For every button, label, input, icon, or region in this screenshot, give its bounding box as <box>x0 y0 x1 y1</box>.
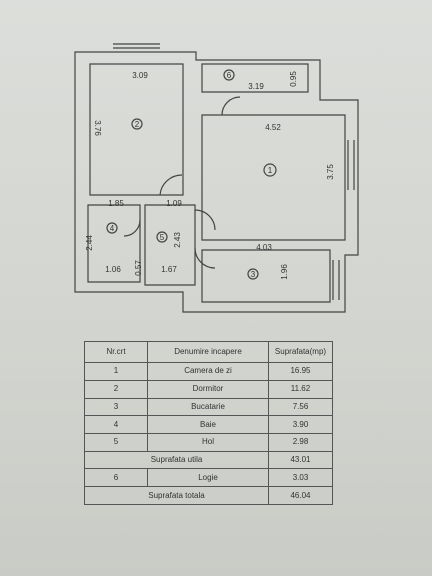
dim-label: 1.85 <box>108 199 124 208</box>
window-top <box>113 43 160 49</box>
table-cell: 4 <box>84 415 148 434</box>
door-arc-kitchen <box>194 247 216 269</box>
table-row: 3 Bucatarie 7.56 <box>84 397 333 417</box>
room-number-5: 5 <box>160 233 165 242</box>
dim-label: 1.06 <box>105 265 121 274</box>
total-value: 46.04 <box>268 486 333 505</box>
room-circle-3 <box>247 268 259 280</box>
dim-label: 3.09 <box>132 71 148 80</box>
dim-label: 0.57 <box>134 260 143 276</box>
table-cell: Logie <box>147 468 269 488</box>
room-circle-1 <box>263 163 277 177</box>
table-cell: 1 <box>84 362 148 381</box>
table-cell: Camera de zi <box>147 362 269 381</box>
room-circle-4 <box>106 222 118 234</box>
door-arc-bath <box>123 219 141 237</box>
table-cell: Baie <box>147 415 269 434</box>
table-cell: 3.03 <box>268 468 333 488</box>
table-row: 5 Hol 2.98 <box>84 433 333 452</box>
dim-label: 1.96 <box>280 264 289 280</box>
dim-label: 2.44 <box>85 235 94 251</box>
total-label: Suprafata totala <box>84 486 269 505</box>
dim-label: 4.03 <box>256 243 272 252</box>
table-row: 1 Camera de zi 16.95 <box>84 362 333 381</box>
window-right <box>347 140 355 190</box>
table-cell: Hol <box>147 433 269 452</box>
dim-label: 3.75 <box>326 164 335 180</box>
room-number-2: 2 <box>135 120 140 129</box>
room-number-1: 1 <box>268 166 273 175</box>
wall-room-6 <box>201 63 309 93</box>
window-kitchen <box>332 260 340 300</box>
table-row-util: Suprafata utila 43.01 <box>84 450 333 470</box>
door-arc-room-1 <box>221 96 241 116</box>
room-number-6: 6 <box>227 71 232 80</box>
table-cell: 6 <box>84 468 148 488</box>
room-circle-5 <box>156 231 168 243</box>
room-circle-2 <box>131 118 143 130</box>
util-label: Suprafata utila <box>84 450 269 470</box>
table-cell: 3.90 <box>268 415 333 434</box>
dim-label: 2.43 <box>173 232 182 248</box>
dim-label: 3.76 <box>93 120 102 136</box>
wall-room-5 <box>144 204 196 286</box>
dim-label: 1.67 <box>161 265 177 274</box>
room-number-4: 4 <box>110 224 115 233</box>
door-arc-room-2 <box>159 174 183 196</box>
table-cell: Dormitor <box>147 379 269 399</box>
table-cell: 16.95 <box>268 362 333 381</box>
table-cell: 2 <box>84 379 148 399</box>
room-circle-6 <box>223 69 235 81</box>
column-header: Denumire incapere <box>147 340 269 364</box>
table-row: 4 Baie 3.90 <box>84 415 333 434</box>
dim-label: 1.09 <box>166 199 182 208</box>
table-cell: 11.62 <box>268 379 333 399</box>
table-cell: 7.56 <box>268 397 333 417</box>
outer-wall <box>74 51 359 313</box>
wall-room-2 <box>89 63 184 196</box>
dim-label: 4.52 <box>265 123 281 132</box>
table-row-total: Suprafata totala 46.04 <box>84 486 333 505</box>
dim-label: 0.95 <box>289 71 298 87</box>
wall-room-3 <box>201 249 331 303</box>
table-cell: 5 <box>84 433 148 452</box>
column-header: Suprafata(mp) <box>268 340 333 364</box>
table-cell: 2.98 <box>268 433 333 452</box>
table-row: 6 Logie 3.03 <box>84 468 333 488</box>
floor-plan: 2 6 1 3 4 5 3.09 3.76 3.19 0.95 4.52 3.7… <box>74 43 359 313</box>
door-arc-hall <box>194 209 216 231</box>
table-header-row: Nr.crt Denumire incapere Suprafata(mp) <box>84 340 333 364</box>
util-value: 43.01 <box>268 450 333 470</box>
table-row: 2 Dormitor 11.62 <box>84 379 333 399</box>
wall-room-1 <box>201 114 346 241</box>
table-cell: Bucatarie <box>147 397 269 417</box>
column-header: Nr.crt <box>84 340 148 364</box>
room-area-table: Nr.crt Denumire incapere Suprafata(mp) 1… <box>84 340 333 505</box>
wall-room-4 <box>87 204 141 283</box>
table-cell: 3 <box>84 397 148 417</box>
dim-label: 3.19 <box>248 82 264 91</box>
room-number-3: 3 <box>251 270 256 279</box>
